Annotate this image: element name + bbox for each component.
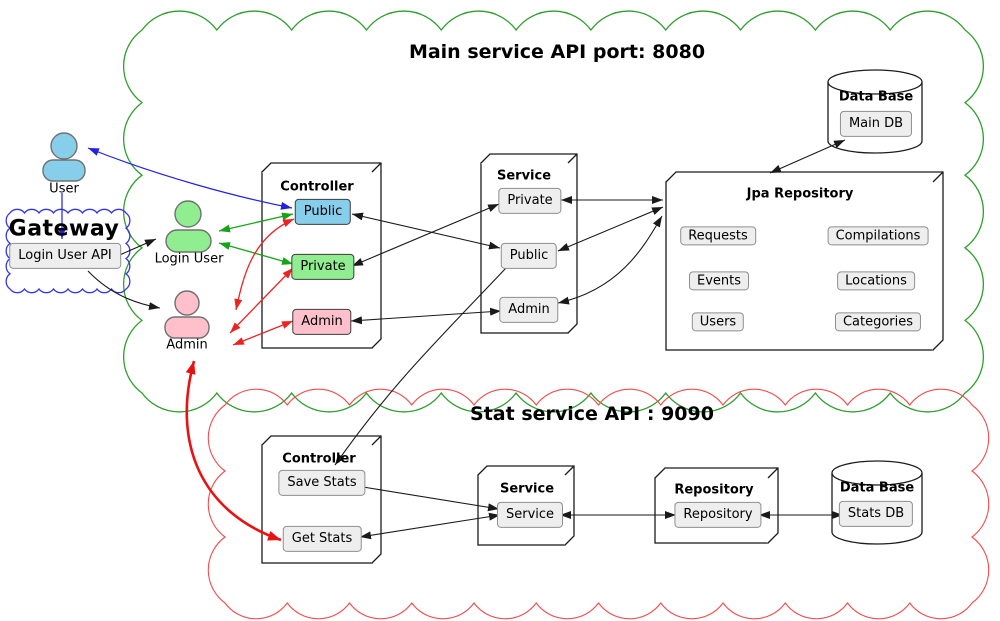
arrow-jpa-maindb: [769, 139, 846, 174]
arrow-ctrlprivate-svcprivate: [351, 203, 500, 267]
arrow-getstats-statservice: [359, 512, 501, 540]
jpa-users-box: Users: [691, 312, 745, 332]
controller-public-endpoint: Public: [294, 198, 352, 226]
stat-repository-box: Repository: [674, 501, 762, 529]
arrow-admin-adminendpoint: [232, 320, 294, 346]
login-user-actor-label: Login User: [154, 251, 224, 267]
jpa-compilations-box: Compilations: [827, 226, 929, 246]
main-db-box: Main DB: [839, 110, 913, 138]
arrow-ctrladmin-svcadmin: [350, 307, 502, 325]
gateway-cloud-outline: [5, 208, 131, 294]
arrow-user-public: [87, 147, 293, 210]
jpa-repository-node-title: Jpa Repository: [746, 186, 854, 202]
controller-admin-endpoint: Admin: [292, 308, 352, 336]
stat-cloud-title: Stat service API : 9090: [470, 403, 714, 425]
login-user-actor-icon: [165, 200, 212, 253]
arrow-svcpublic-savestats: [334, 267, 507, 466]
stat-service-box: Service: [496, 501, 564, 529]
stats-db-box: Stats DB: [838, 500, 914, 528]
stat-cloud-outline: [207, 388, 990, 620]
get-stats-box: Get Stats: [282, 525, 362, 553]
controller-private-endpoint: Private: [291, 253, 355, 281]
stat-repository-node-title: Repository: [674, 482, 754, 498]
user-actor-label: User: [49, 181, 79, 197]
admin-actor-label: Admin: [166, 337, 208, 353]
service-admin-box: Admin: [499, 296, 559, 324]
main-cloud-title: Main service API port: 8080: [408, 41, 706, 63]
service-private-box: Private: [498, 187, 562, 215]
controller-node-title: Controller: [280, 179, 354, 195]
arrow-gateway-admin: [87, 270, 161, 310]
main-database-title: Data Base: [838, 89, 914, 105]
main-cloud-outline: [122, 10, 985, 413]
stat-service-node-title: Service: [499, 481, 555, 497]
arrow-gateway-loginuser: [114, 238, 157, 258]
save-stats-box: Save Stats: [278, 469, 366, 497]
jpa-events-box: Events: [688, 271, 750, 291]
login-user-api-box: Login User API: [9, 242, 121, 270]
jpa-requests-box: Requests: [680, 226, 756, 246]
service-public-box: Public: [500, 242, 558, 270]
arrow-svcadmin-jpa: [557, 215, 663, 305]
jpa-categories-box: Categories: [834, 312, 922, 332]
user-actor-icon: [42, 132, 86, 182]
gateway-title: Gateway: [8, 216, 120, 242]
jpa-locations-box: Locations: [837, 271, 915, 291]
stat-controller-node-title: Controller: [282, 451, 356, 467]
arrow-admin-getstats: [185, 360, 282, 542]
service-node-title: Service: [496, 168, 552, 184]
admin-actor-icon: [164, 290, 210, 339]
stat-database-title: Data Base: [839, 480, 915, 496]
arrow-savestats-statservice: [362, 486, 500, 512]
